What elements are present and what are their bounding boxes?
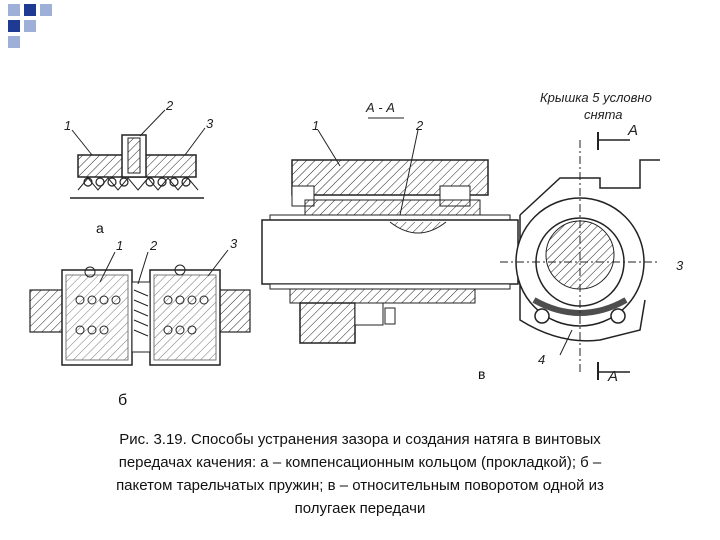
callout-v-3: 3 <box>676 258 684 273</box>
technical-drawing <box>29 109 660 380</box>
caption-line-1: Рис. 3.19. Способы устранения зазора и с… <box>119 431 601 448</box>
cover-note-line1: Крышка 5 условно <box>540 90 652 105</box>
callout-v-4: 4 <box>538 352 546 367</box>
caption-line-2: передачах качения: а – компенсационным к… <box>118 454 602 471</box>
corner-square <box>24 20 36 32</box>
callout-b-2: 2 <box>150 238 158 253</box>
arrow-label-a-bottom: А <box>608 368 619 385</box>
view-label-a: а <box>96 220 104 236</box>
callout-b-1: 1 <box>116 238 124 253</box>
caption-line-4: полугаек передачи <box>294 500 426 517</box>
corner-square <box>40 4 52 16</box>
corner-square <box>24 4 36 16</box>
view-v-end-drawing <box>500 132 660 380</box>
figure-caption: Рис. 3.19. Способы устранения зазора и с… <box>40 428 680 520</box>
caption-line-3: пакетом тарельчатых пружин; в – относите… <box>116 477 604 494</box>
view-label-v: в <box>478 366 486 382</box>
arrow-label-a-top: А <box>628 122 639 139</box>
callout-v-1: 1 <box>312 118 320 133</box>
callout-a-1: 1 <box>64 118 72 133</box>
corner-square <box>8 20 20 32</box>
callout-b-3: 3 <box>230 236 238 251</box>
slide-corner-decoration <box>0 0 60 50</box>
view-a-drawing <box>70 109 206 199</box>
callout-v-2: 2 <box>416 118 424 133</box>
callout-a-3: 3 <box>206 116 214 131</box>
view-b-drawing <box>29 249 251 366</box>
view-label-b: б <box>118 392 128 409</box>
view-v-section-drawing <box>261 117 519 344</box>
corner-square <box>8 4 20 16</box>
cover-note-line2: снята <box>584 107 623 122</box>
callout-a-2: 2 <box>166 98 174 113</box>
section-label: А - А <box>366 100 395 115</box>
corner-square <box>8 36 20 48</box>
